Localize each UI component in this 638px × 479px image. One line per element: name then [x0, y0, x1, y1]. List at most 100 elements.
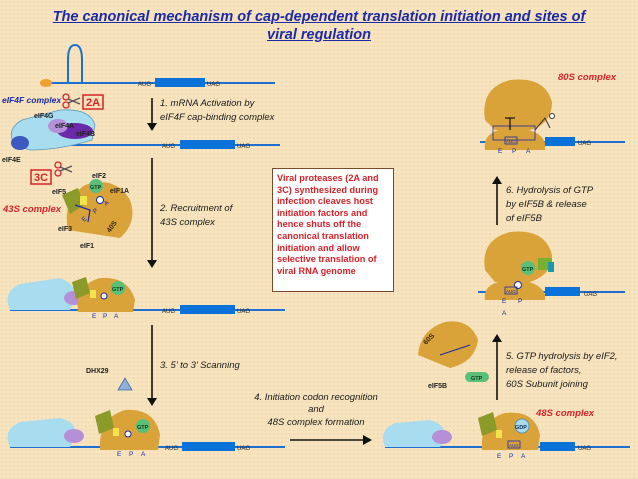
step4-line1: 4. Initiation codon recognition	[254, 392, 378, 403]
gtp-label: GTP	[112, 287, 124, 293]
start-codon-box	[504, 286, 518, 295]
step4-line2: and	[308, 404, 325, 415]
stop-codon: UAG	[584, 292, 597, 298]
ribosome-60s-shape	[418, 321, 478, 368]
arrow-step6-head	[492, 176, 502, 184]
orf-box	[540, 442, 575, 451]
step3-label: 3. 5’ to 3’ Scanning	[160, 360, 240, 371]
eif1-label: eIF1	[80, 243, 94, 250]
step6-line1: 6. Hydrolysis of GTP	[506, 185, 594, 196]
page-title: The canonical mechanism of cap-dependent…	[10, 8, 628, 44]
site-e: E	[498, 148, 503, 155]
gtp-shape	[521, 261, 535, 275]
protease-3c-label: 3C	[34, 172, 48, 184]
ribosome-40s-shape	[484, 280, 545, 300]
eif1a-shape	[100, 292, 108, 300]
step2-line1: 2. Recruitment of	[159, 203, 234, 214]
site-a: A	[114, 313, 119, 320]
start-codon: AUG	[509, 443, 519, 448]
eif4g-label: eIF4G	[34, 113, 54, 120]
start-codon-box	[507, 440, 521, 449]
assembled-panel: GTP E P A AUG UAG	[7, 277, 285, 320]
site-p: P	[129, 451, 133, 458]
ribosome-60s-shape	[484, 79, 552, 130]
eif3-shape	[478, 412, 497, 436]
mrna-panel-1: AUG UAG	[40, 43, 275, 88]
released-factor-dot	[549, 113, 555, 119]
eif4a-shape	[432, 430, 452, 444]
arrow-step3-head	[147, 398, 157, 406]
site-a: A	[526, 148, 531, 155]
orf-box	[180, 305, 235, 314]
start-codon: AUG	[162, 309, 175, 315]
cap-icon	[40, 79, 52, 87]
step6-line3: of eIF5B	[506, 213, 543, 224]
ribosome-40s-shape	[484, 128, 545, 150]
eif5-label: eIF5	[52, 189, 66, 196]
eif4a-shape	[48, 119, 68, 133]
site-a: A	[502, 310, 507, 317]
protease-3c-box	[30, 169, 52, 185]
site-e: E	[497, 453, 502, 460]
eif4e-shape	[11, 136, 29, 150]
stop-codon: UAG	[207, 82, 220, 88]
site-p: P	[509, 453, 513, 460]
arrow-step4-head	[363, 435, 372, 445]
eif1a-label: eIF1A	[110, 188, 129, 195]
site-p: P	[103, 313, 107, 320]
scanning-panel: GTP E P A AUG UAG	[7, 409, 285, 458]
eif2-label: eIF2	[92, 173, 106, 180]
site-a: A	[103, 199, 111, 208]
orf-box	[545, 287, 580, 296]
step2-line2: 43S complex	[160, 217, 216, 228]
start-codon: AUG	[162, 144, 175, 150]
eif4g-shape	[7, 418, 76, 447]
eif5b-domain-shape	[548, 262, 554, 272]
stop-codon: UAG	[237, 309, 250, 315]
dhx29-label: DHX29	[86, 368, 109, 375]
released-factor-icon	[534, 117, 551, 131]
stop-codon: UAG	[237, 144, 250, 150]
site-p: P	[512, 148, 516, 155]
eif4g-shape	[7, 278, 76, 310]
eif5-shape	[113, 428, 119, 436]
eif5-shape	[80, 196, 87, 205]
gtp-shape	[136, 419, 150, 433]
ribosome-60s-shape	[484, 231, 552, 282]
eif4f-panel: AUG UAG eIF4F complex eIF4G eIF4A eIF4B …	[2, 93, 280, 164]
arrow-step5-head	[492, 334, 502, 342]
eif3-label: eIF3	[58, 226, 72, 233]
viral-proteases-note: Viral proteases (2A and 3C) synthesized …	[272, 168, 394, 292]
gtp-label: GTP	[471, 376, 483, 382]
stem-loop-icon	[67, 43, 83, 83]
eif4f-complex-label: eIF4F complex	[2, 95, 62, 105]
gdp-shape	[514, 418, 530, 434]
s80-eif5b-panel: GTP AUG E P A UAG	[478, 231, 625, 317]
eif4e-label: eIF4E	[2, 157, 21, 164]
orf-box	[182, 442, 235, 451]
gdp-label: GDP	[515, 425, 527, 431]
s80-panel: AUG E P A UAG 80S complex	[480, 72, 625, 155]
protease-2a-box	[82, 94, 104, 110]
trna-icon	[439, 344, 471, 356]
eif5-shape	[496, 430, 502, 438]
step5-line3: 60S Subunit joining	[506, 379, 589, 390]
site-e: E	[502, 298, 507, 305]
arrow-step2-head	[147, 260, 157, 268]
ribosome-sites-box	[492, 125, 536, 141]
step5-line1: 5. GTP hydrolysis by eIF2,	[506, 351, 618, 362]
step1-line2: eIF4F cap-binding complex	[160, 112, 276, 123]
site-e: E	[117, 451, 122, 458]
s48-complex-label: 48S complex	[535, 408, 595, 419]
eif4a-shape	[64, 429, 84, 443]
orf-box	[180, 140, 235, 149]
gtp-label: GTP	[522, 267, 534, 273]
eif4a-label: eIF4A	[55, 123, 74, 130]
gtp-label: GTP	[137, 425, 149, 431]
s43-panel: 40S GTP E P A 43S complex eIF2 eIF5 eIF1…	[2, 161, 133, 250]
title-line-1: The canonical mechanism of cap-dependent…	[52, 9, 586, 25]
eif5-shape	[90, 290, 96, 298]
s43-complex-label: 43S complex	[2, 204, 62, 215]
gtp-shape	[89, 179, 103, 193]
